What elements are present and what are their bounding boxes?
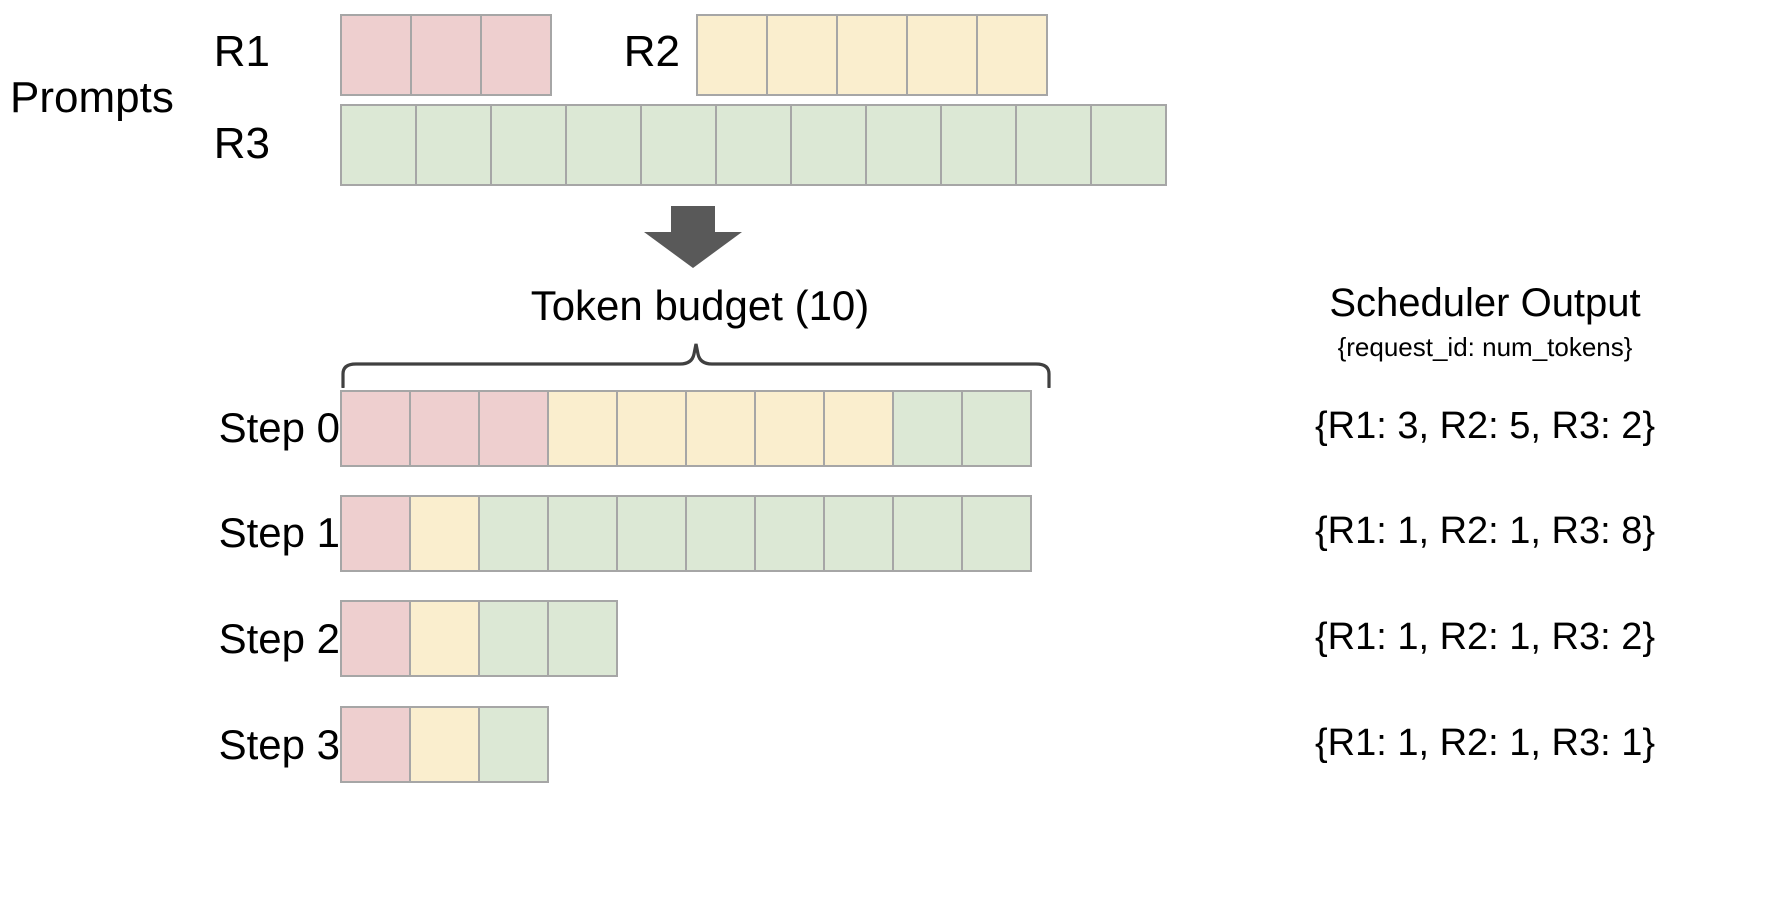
token-budget-label: Token budget (10) xyxy=(530,282,870,329)
prompt-r3-cell-4 xyxy=(640,104,717,186)
prompt-r2-cell-4 xyxy=(976,14,1048,96)
step-3-cell-2 xyxy=(478,706,549,783)
down-arrow-icon xyxy=(638,206,748,268)
step-0-cell-9 xyxy=(961,390,1032,467)
prompt-r2-cell-1 xyxy=(766,14,838,96)
prompt-r1-cell-2 xyxy=(480,14,552,96)
step-2-cell-0 xyxy=(340,600,411,677)
step-token-strip-0 xyxy=(340,390,1032,467)
prompt-r3-cell-6 xyxy=(790,104,867,186)
step-1-cell-5 xyxy=(685,495,756,572)
prompt-r3-cell-10 xyxy=(1090,104,1167,186)
step-0-cell-8 xyxy=(892,390,963,467)
step-1-cell-2 xyxy=(478,495,549,572)
prompt-r3-cell-9 xyxy=(1015,104,1092,186)
prompt-r2-cell-2 xyxy=(836,14,908,96)
step-0-cell-7 xyxy=(823,390,894,467)
step-3-cell-0 xyxy=(340,706,411,783)
prompt-token-strip-r1 xyxy=(340,14,552,96)
step-token-strip-3 xyxy=(340,706,549,783)
prompt-r3-cell-1 xyxy=(415,104,492,186)
scheduler-output-subtitle: {request_id: num_tokens} xyxy=(1337,332,1633,362)
step-0-cell-5 xyxy=(685,390,756,467)
step-2-cell-1 xyxy=(409,600,480,677)
step-1-cell-4 xyxy=(616,495,687,572)
prompt-row-label-r1: R1 xyxy=(213,27,270,76)
scheduler-output-row-2: {R1: 1, R2: 1, R3: 2} xyxy=(1314,616,1656,658)
prompt-row-label-r3: R3 xyxy=(213,119,270,168)
prompt-r3-cell-7 xyxy=(865,104,942,186)
step-1-cell-6 xyxy=(754,495,825,572)
step-label-2: Step 2 xyxy=(218,615,340,662)
curly-brace-icon xyxy=(340,342,1052,389)
step-2-cell-2 xyxy=(478,600,549,677)
step-0-cell-2 xyxy=(478,390,549,467)
step-1-cell-3 xyxy=(547,495,618,572)
prompts-section-label: Prompts xyxy=(10,73,174,122)
prompt-r1-cell-1 xyxy=(410,14,482,96)
prompt-r3-cell-5 xyxy=(715,104,792,186)
step-0-cell-1 xyxy=(409,390,480,467)
step-label-0: Step 0 xyxy=(218,404,340,451)
prompt-r3-cell-2 xyxy=(490,104,567,186)
step-token-strip-1 xyxy=(340,495,1032,572)
step-0-cell-3 xyxy=(547,390,618,467)
prompt-token-strip-r3 xyxy=(340,104,1167,186)
scheduler-output-row-1: {R1: 1, R2: 1, R3: 8} xyxy=(1314,510,1656,552)
step-1-cell-8 xyxy=(892,495,963,572)
prompt-row-label-r2: R2 xyxy=(623,27,680,76)
step-1-cell-7 xyxy=(823,495,894,572)
prompt-r3-cell-0 xyxy=(340,104,417,186)
prompt-r2-cell-0 xyxy=(696,14,768,96)
scheduler-output-row-3: {R1: 1, R2: 1, R3: 1} xyxy=(1314,722,1656,764)
step-2-cell-3 xyxy=(547,600,618,677)
prompt-r2-cell-3 xyxy=(906,14,978,96)
prompt-token-strip-r2 xyxy=(696,14,1048,96)
step-0-cell-6 xyxy=(754,390,825,467)
step-1-cell-0 xyxy=(340,495,411,572)
prompt-r1-cell-0 xyxy=(340,14,412,96)
step-token-strip-2 xyxy=(340,600,618,677)
step-1-cell-9 xyxy=(961,495,1032,572)
step-label-3: Step 3 xyxy=(218,721,340,768)
step-0-cell-0 xyxy=(340,390,411,467)
step-3-cell-1 xyxy=(409,706,480,783)
prompt-r3-cell-3 xyxy=(565,104,642,186)
step-0-cell-4 xyxy=(616,390,687,467)
step-label-1: Step 1 xyxy=(218,509,340,556)
prompt-r3-cell-8 xyxy=(940,104,1017,186)
scheduler-output-title: Scheduler Output xyxy=(1329,281,1641,325)
scheduler-output-row-0: {R1: 3, R2: 5, R3: 2} xyxy=(1314,405,1656,447)
step-1-cell-1 xyxy=(409,495,480,572)
